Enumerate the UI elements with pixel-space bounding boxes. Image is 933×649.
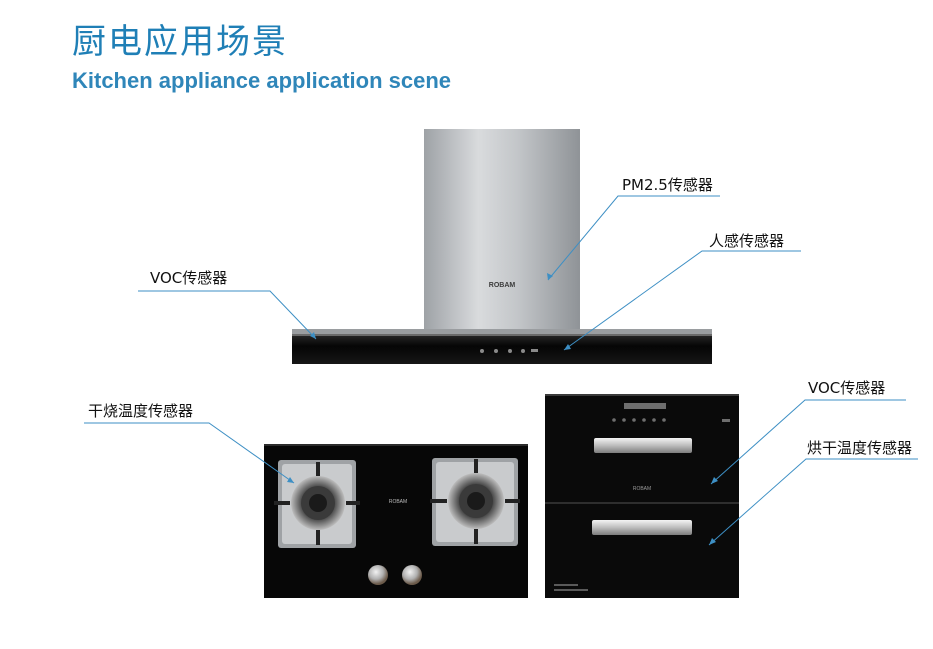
- cabinet-lower-handle: [592, 520, 692, 535]
- page-title-chinese: 厨电应用场景: [72, 22, 288, 62]
- leader-dry-temp: [708, 458, 918, 546]
- range-hood: [292, 129, 712, 364]
- drying-cabinet: [545, 394, 739, 598]
- leader-lines: [84, 195, 918, 546]
- leader-hood-voc: [138, 290, 317, 340]
- hood-chimney: [424, 129, 580, 329]
- cabinet-footer-markings: [554, 584, 588, 591]
- label-hood-voc-sensor: VOC传感器: [150, 269, 228, 287]
- stove-brand-logo: ROBAM: [389, 499, 407, 505]
- page-title-english: Kitchen appliance application scene: [72, 68, 451, 93]
- label-hood-pm25-sensor: PM2.5传感器: [622, 176, 713, 194]
- hood-brand-logo: ROBAM: [489, 282, 516, 289]
- label-hood-human-sensor: 人感传感器: [709, 232, 785, 250]
- label-stove-dry-burn-sensor: 干烧温度传感器: [88, 402, 194, 420]
- gas-stove: [264, 444, 528, 598]
- cabinet-body: [545, 394, 739, 598]
- leader-dry-burn: [84, 422, 295, 484]
- cabinet-brand-logo: ROBAM: [633, 486, 651, 492]
- leader-cabinet-voc: [710, 399, 906, 485]
- hood-control-buttons: [480, 349, 538, 353]
- right-burner: [430, 458, 520, 546]
- label-cabinet-voc-sensor: VOC传感器: [808, 379, 886, 397]
- cabinet-upper-handle: [594, 438, 692, 453]
- cabinet-control-panel: [612, 403, 730, 422]
- label-cabinet-dry-temp-sensor: 烘干温度传感器: [807, 439, 913, 457]
- right-knob: [402, 565, 422, 585]
- hood-glass-panel: [292, 334, 712, 364]
- left-burner: [274, 460, 360, 548]
- left-knob: [368, 565, 388, 585]
- leader-pm25: [547, 195, 720, 281]
- leader-human-sensor: [563, 250, 801, 351]
